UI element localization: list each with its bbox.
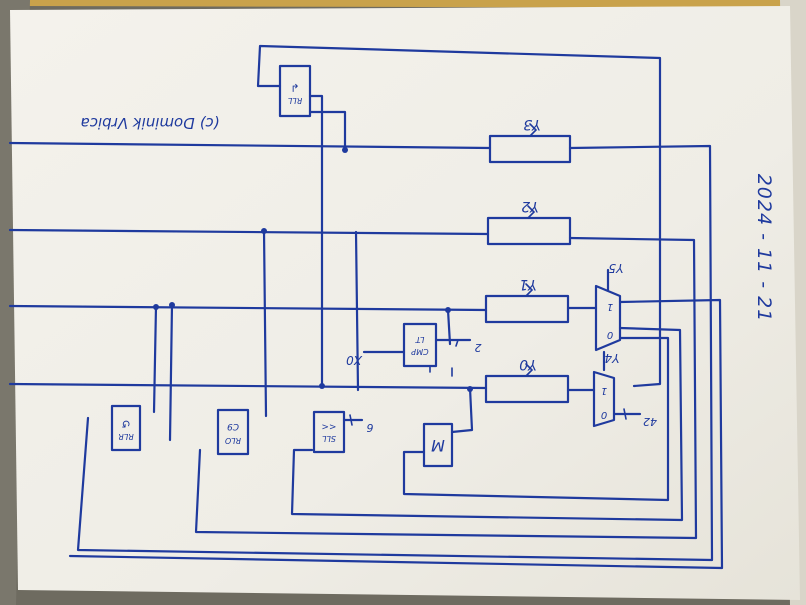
- clock-arrow-icon: [525, 283, 534, 297]
- clock-arrow-icon: [529, 123, 538, 137]
- wire-y2-loop: [194, 236, 698, 540]
- tick-mark: [455, 339, 459, 347]
- block-rlo-symbol: C9: [227, 421, 239, 431]
- cmp-const-label: 2: [475, 341, 482, 354]
- mux-top-input-1: 1: [607, 301, 613, 312]
- sll-const-label: 6: [367, 421, 374, 434]
- y5-label: Y5: [609, 261, 624, 275]
- wire-y2-to-sll: [354, 230, 360, 392]
- wires: [8, 44, 724, 570]
- register-y1: Y1: [484, 276, 570, 324]
- block-rll: RLL ↲: [278, 64, 312, 118]
- register-y3: Y3: [488, 116, 572, 164]
- paper-sheet: [10, 6, 800, 600]
- block-cmp: CMP LT 2 X0: [346, 322, 482, 368]
- mux-const-label: 42: [643, 415, 657, 428]
- yellow-paper-edge: [20, 0, 806, 8]
- wire-mux-to-m: [402, 336, 670, 502]
- bus-line-y0: [8, 382, 488, 390]
- mux-top: 1 0 Y5: [594, 261, 624, 352]
- register-y2: Y2: [486, 198, 572, 246]
- wire-y3-loop: [76, 144, 714, 562]
- block-sll: SLL << 6: [312, 410, 374, 454]
- block-cmp-label: CMP: [411, 347, 428, 356]
- wire-rll-down: [308, 94, 324, 388]
- wire-y0-to-m: [450, 386, 474, 434]
- register-y2-label: Y2: [521, 198, 539, 214]
- junction-dot: [169, 302, 175, 308]
- wire-bus-to-rlr-2: [168, 302, 174, 442]
- block-rll-symbol: ↲: [290, 81, 299, 94]
- register-y1-label: Y1: [519, 276, 536, 292]
- wire-mux-to-sll: [290, 326, 684, 522]
- block-sll-symbol: <<: [321, 421, 336, 431]
- block-rlo: RLO C9: [216, 408, 250, 456]
- date-text: 2024 - 11 - 21: [753, 174, 775, 323]
- mux-bottom-input-1: 1: [601, 385, 607, 396]
- block-rlo-label: RLO: [225, 436, 241, 445]
- block-rlr-label: RLR: [118, 432, 134, 441]
- mux-top-input-0: 0: [607, 329, 613, 340]
- junction-dot: [261, 228, 267, 234]
- wire-top-loop: [256, 44, 662, 388]
- junction-dot: [153, 304, 159, 310]
- tick-mark: [623, 408, 627, 420]
- bus-line-y3: [8, 141, 492, 150]
- register-y3-label: Y3: [523, 116, 540, 132]
- junction-dot: [445, 307, 451, 313]
- clock-arrow-icon: [527, 205, 536, 219]
- wire-y1-to-cmp: [446, 308, 452, 346]
- block-cmp-symbol: LT: [414, 335, 424, 344]
- block-rll-label: RLL: [288, 96, 302, 105]
- wire-mux-out: [68, 298, 724, 570]
- copyright-text: (c) Dominik Vrbica: [81, 114, 220, 132]
- wire-bus-to-rlo: [262, 228, 268, 418]
- block-m-label: M: [431, 436, 445, 455]
- register-y0: Y0: [484, 356, 570, 404]
- bus-line-y2: [8, 228, 490, 236]
- y4-label: Y4: [605, 351, 620, 365]
- block-m: M: [422, 422, 454, 468]
- wire-bus-to-rlr: [152, 304, 158, 414]
- junction-dot: [319, 383, 325, 389]
- x0-label: X0: [346, 353, 363, 367]
- block-rlr-symbol: ↺: [121, 417, 130, 430]
- mux-bottom: 1 0 Y4 42: [592, 351, 657, 428]
- clock-arrow-icon: [525, 363, 534, 377]
- block-sll-label: SLL: [322, 434, 336, 443]
- block-rlr: RLR ↺: [110, 404, 142, 452]
- junction-dot: [467, 386, 473, 392]
- bus-line-y1: [8, 304, 488, 312]
- tick-mark: [349, 414, 353, 426]
- register-y0-label: Y0: [519, 356, 537, 372]
- mux-bottom-input-0: 0: [601, 409, 607, 420]
- junction-dot: [342, 147, 348, 153]
